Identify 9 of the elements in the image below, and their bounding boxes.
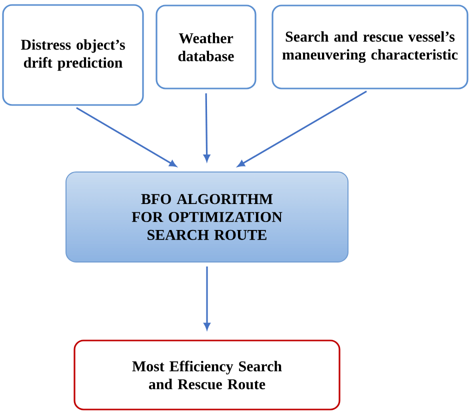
arrow xyxy=(238,90,367,167)
arrow xyxy=(204,266,210,330)
process-box: BFO ALGORITHM FOR OPTIMIZATION SEARCH ROUTE xyxy=(66,172,348,262)
arrow xyxy=(204,93,210,162)
input-box: Weather database xyxy=(156,4,256,90)
arrow xyxy=(76,107,176,167)
output-box: Most Efficiency Search and Rescue Route xyxy=(74,340,340,410)
input-box: Search and rescue vessel’s maneuvering characteristic xyxy=(272,4,468,90)
input-box: Distress object’s drift prediction xyxy=(2,4,144,106)
